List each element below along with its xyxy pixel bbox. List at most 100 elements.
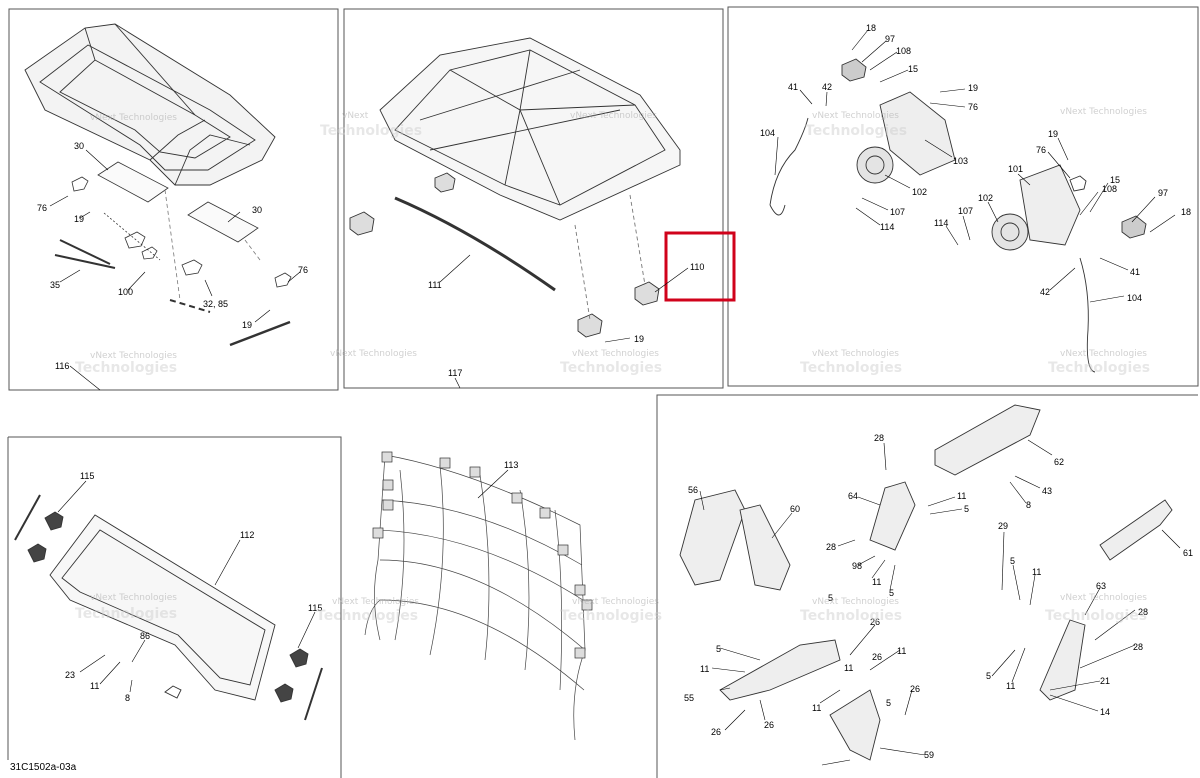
watermark-text: vNext Technologies [572, 597, 659, 607]
callout: 104 [760, 128, 775, 138]
callout: 115 [308, 603, 322, 613]
callout: 112 [240, 530, 254, 540]
callout: 19 [968, 83, 978, 93]
watermark-text: vNext Technologies [332, 597, 419, 607]
net-drawing [364, 451, 593, 741]
watermark-text: vNext Technologies [812, 111, 899, 121]
callout: 108 [1102, 184, 1117, 194]
watermark-large: Technologies [75, 360, 177, 376]
callout: 5 [828, 593, 833, 603]
watermark-large: Technologies [560, 360, 662, 376]
callout: 30 [252, 205, 262, 215]
callout: 42 [822, 82, 832, 92]
callout: 100 [118, 287, 133, 297]
callout: 5 [986, 671, 991, 681]
callout: 23 [65, 670, 75, 680]
callout: 103 [953, 156, 968, 166]
callout: 117 [448, 368, 462, 378]
watermark-large: Technologies [560, 608, 662, 624]
panel-5-callouts: 113 [504, 460, 518, 470]
callout: 26 [910, 684, 920, 694]
panel-2-callouts: 111 110 19 117 [428, 262, 704, 378]
callout: 5 [889, 588, 894, 598]
callout: 11 [1006, 681, 1015, 691]
watermark-text: vNext Technologies [1060, 107, 1147, 117]
callout: 11 [1032, 567, 1041, 577]
callout: 8 [1026, 500, 1031, 510]
panel-6-leaders [699, 439, 1181, 766]
rear-panel-drawing [14, 494, 323, 721]
watermark-text: vNext Technologies [90, 113, 177, 123]
callout: 97 [885, 34, 895, 44]
panel-6-callouts: 28 62 56 60 64 11 5 43 8 29 61 28 98 11 … [684, 433, 1193, 760]
roof-cap-drawing [24, 23, 276, 186]
roof-seal-parts [349, 172, 660, 338]
callout: 113 [504, 460, 518, 470]
callout: 19 [74, 214, 84, 224]
watermark-large: Technologies [320, 123, 422, 139]
callout: 18 [866, 23, 876, 33]
callout: 19 [242, 320, 252, 330]
watermark-text: vNext Technologies [812, 349, 899, 359]
callout: 11 [957, 491, 966, 501]
callout: 28 [874, 433, 884, 443]
callout: 5 [886, 698, 891, 708]
callout: 26 [711, 727, 721, 737]
callout: 104 [1127, 293, 1142, 303]
watermark-text: vNext Technologies [330, 349, 417, 359]
callout: 59 [924, 750, 934, 760]
callout: 56 [688, 485, 698, 495]
callout: 41 [788, 82, 798, 92]
watermark-large: Technologies [800, 608, 902, 624]
watermark-text: vNext Technologies [90, 351, 177, 361]
callout: 116 [55, 361, 69, 371]
roof-drawing [379, 37, 681, 221]
callout: 19 [1048, 129, 1058, 139]
callout: 114 [934, 218, 948, 228]
callout: 76 [37, 203, 47, 213]
callout: 28 [1138, 607, 1148, 617]
roof-panel-parts [54, 161, 292, 347]
callout: 28 [1133, 642, 1143, 652]
callout: 76 [968, 102, 978, 112]
callout: 5 [964, 504, 969, 514]
callout: 102 [978, 193, 993, 203]
callout: 86 [140, 631, 150, 641]
callout: 11 [700, 664, 709, 674]
callout: 63 [1096, 581, 1106, 591]
callout: 115 [80, 471, 94, 481]
callout: 26 [764, 720, 774, 730]
watermarks: vNext Technologies vNext vNext Technolog… [75, 107, 1150, 624]
callout: 60 [790, 504, 800, 514]
panel-4-callouts: 115 112 86 23 11 8 115 [65, 471, 322, 703]
callout: 97 [1158, 188, 1168, 198]
callout: 11 [844, 663, 853, 673]
callout: 35 [50, 280, 60, 290]
callout: 5 [1010, 556, 1015, 566]
callout: 43 [1042, 486, 1052, 496]
callout: 11 [812, 703, 821, 713]
callout: 11 [90, 681, 99, 691]
panel-frame-top-right [727, 6, 1199, 387]
drawing-reference: 31C1502a-03a [10, 762, 77, 773]
panel-3-callouts: 18 97 108 15 41 42 19 76 104 103 102 107… [760, 23, 1191, 303]
callout: 64 [848, 491, 858, 501]
callout: 11 [872, 577, 881, 587]
panel-frame-bottom-left [8, 436, 342, 778]
callout: 42 [1040, 287, 1050, 297]
watermark-large: Technologies [800, 360, 902, 376]
callout: 107 [958, 206, 973, 216]
callout: 14 [1100, 707, 1110, 717]
watermark-text: vNext Technologies [812, 597, 899, 607]
panel-frame-top-middle [343, 8, 724, 389]
callout: 15 [1110, 175, 1120, 185]
panel-2-leaders [439, 254, 689, 389]
panel-frame-bottom-right [656, 394, 1198, 778]
callout: 55 [684, 693, 694, 703]
callout: 76 [1036, 145, 1046, 155]
panel-4-leaders [57, 480, 316, 693]
watermark-text: vNext Technologies [90, 593, 177, 603]
watermark-large: Technologies [1045, 608, 1147, 624]
callout: 62 [1054, 457, 1064, 467]
